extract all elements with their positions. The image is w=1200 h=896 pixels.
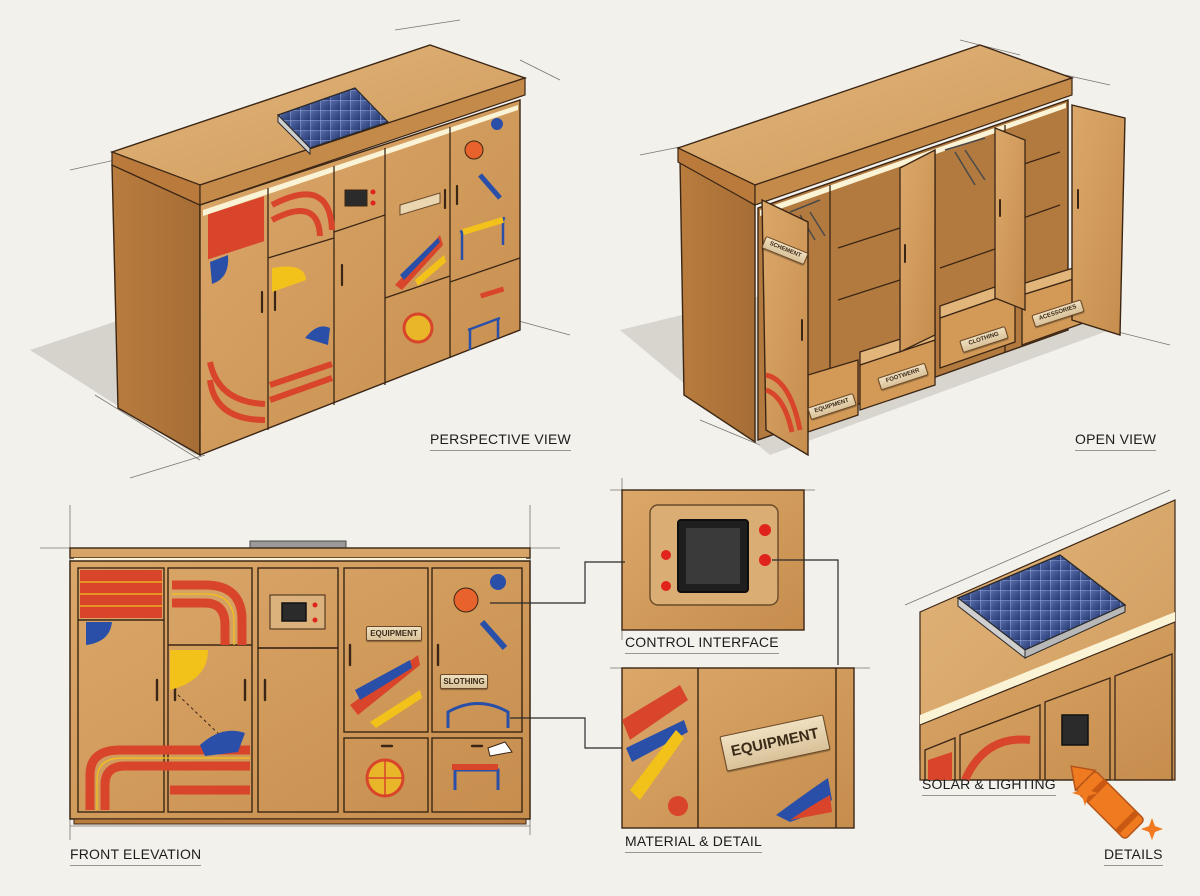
caption-front-elevation: FRONT ELEVATION — [70, 846, 202, 866]
caption-details: DETAILS — [1104, 846, 1163, 866]
perspective-view — [30, 19, 571, 479]
touch-screen-icon — [281, 602, 307, 622]
crayon-icon — [1070, 765, 1163, 840]
open-view — [620, 39, 1171, 457]
solar-lighting-detail — [904, 489, 1176, 782]
caption-material-detail: MATERIAL & DETAIL — [625, 833, 762, 853]
front-elevation — [40, 505, 560, 840]
sneaker-icon — [487, 741, 513, 757]
control-interface-detail — [490, 478, 839, 749]
label-plate-equipment: EQUIPMENT — [366, 626, 422, 641]
caption-perspective-view: PERSPECTIVE VIEW — [430, 431, 571, 451]
caption-solar-lighting: SOLAR & LIGHTING — [922, 776, 1056, 796]
caption-open-view: OPEN VIEW — [1075, 431, 1157, 451]
caption-control-interface: CONTROL INTERFACE — [625, 634, 779, 654]
label-plate-clothing: SLOTHING — [440, 674, 488, 689]
